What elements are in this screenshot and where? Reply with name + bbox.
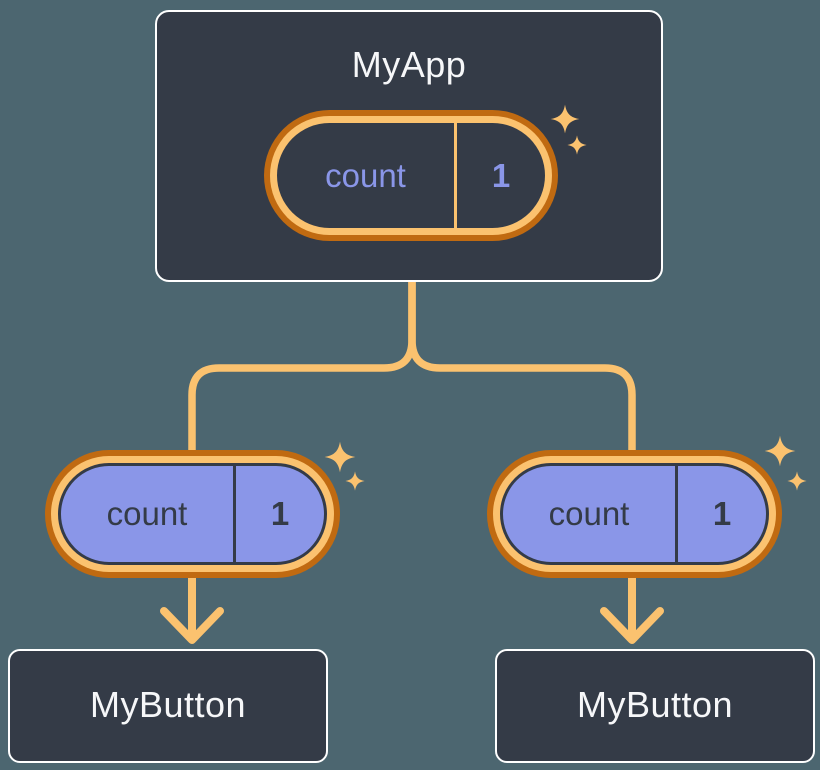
prop-pill-core: count 1	[58, 463, 327, 565]
arrow-down-icon	[600, 573, 664, 644]
component-name: MyButton	[576, 684, 734, 726]
prop-value: 1	[270, 495, 290, 532]
prop-pill-ring: count 1	[51, 456, 334, 572]
pill-divider	[233, 466, 236, 562]
connector-branch-left	[188, 278, 416, 456]
prop-pill: count 1	[45, 450, 340, 578]
prop-name: count	[106, 495, 188, 532]
prop-pill-ring: count 1	[493, 456, 776, 572]
prop-name: count	[548, 495, 630, 532]
state-pill: count 1	[264, 110, 558, 241]
prop-pill-core: count 1	[500, 463, 769, 565]
connector-branch-right	[408, 278, 636, 456]
component-node-mybutton: MyButton	[8, 649, 328, 763]
component-node-mybutton: MyButton	[495, 649, 815, 763]
state-value: 1	[491, 156, 511, 194]
pill-divider	[675, 466, 678, 562]
component-name: MyApp	[351, 44, 467, 85]
prop-pill: count 1	[487, 450, 782, 578]
prop-value: 1	[712, 495, 732, 532]
state-pill-core: count 1	[277, 123, 545, 228]
state-pill-ring: count 1	[270, 116, 552, 235]
component-name: MyButton	[89, 684, 247, 726]
arrow-down-icon	[160, 573, 224, 644]
pill-divider	[454, 123, 457, 228]
state-name: count	[325, 156, 406, 194]
